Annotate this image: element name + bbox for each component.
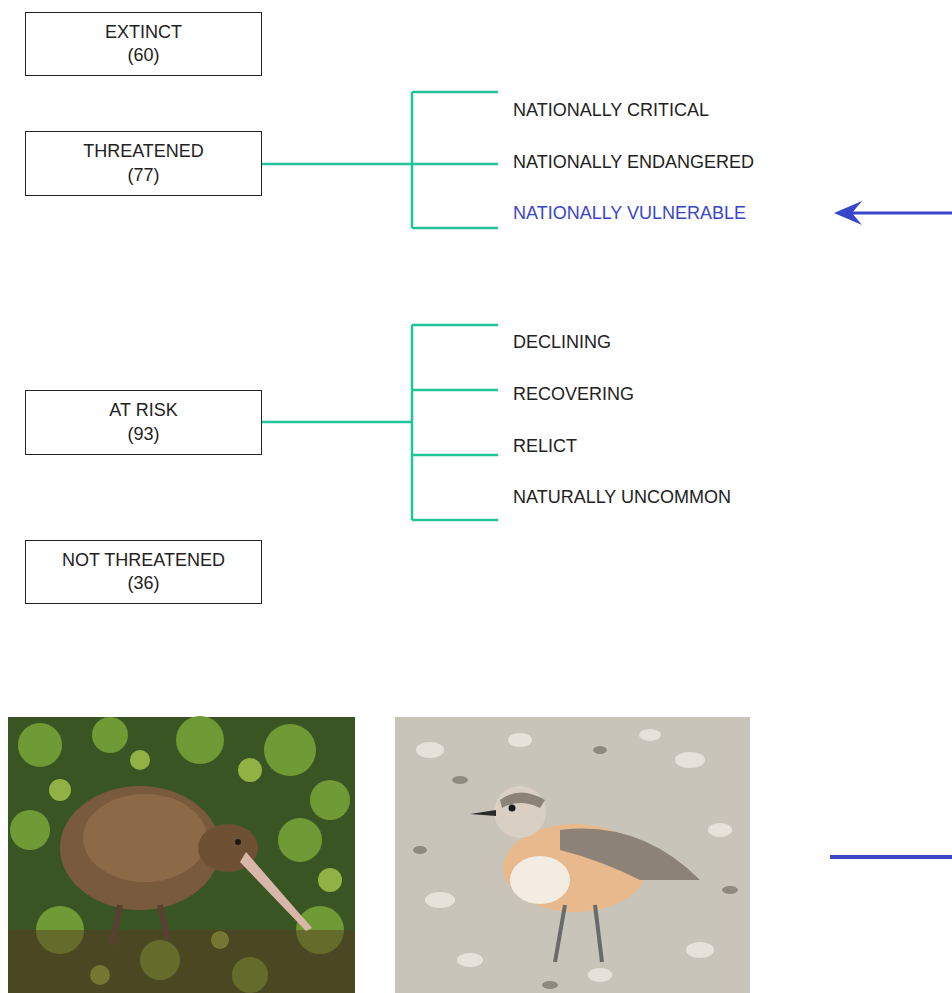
category-box: THREATENED(77) (25, 131, 262, 196)
category-count: (77) (127, 164, 159, 187)
bracket (262, 92, 498, 228)
category-name: AT RISK (109, 399, 177, 422)
category-name: THREATENED (83, 140, 204, 163)
kiwi-photo (8, 716, 355, 993)
bracket (262, 325, 498, 520)
status-label: NATIONALLY VULNERABLE (513, 203, 746, 225)
plover-photo (395, 717, 750, 993)
category-box: AT RISK(93) (25, 390, 262, 455)
category-name: EXTINCT (105, 21, 182, 44)
pointer-line (830, 855, 952, 859)
status-label: NATURALLY UNCOMMON (513, 487, 731, 509)
status-label: NATIONALLY CRITICAL (513, 100, 709, 122)
category-count: (36) (127, 572, 159, 595)
status-label: RECOVERING (513, 384, 634, 406)
category-box: EXTINCT(60) (25, 12, 262, 76)
status-label: NATIONALLY ENDANGERED (513, 152, 754, 174)
category-name: NOT THREATENED (62, 549, 225, 572)
category-count: (60) (127, 44, 159, 67)
category-box: NOT THREATENED(36) (25, 540, 262, 604)
pointer-arrow (834, 201, 952, 225)
status-label: DECLINING (513, 332, 611, 354)
status-label: RELICT (513, 436, 577, 458)
category-count: (93) (127, 423, 159, 446)
